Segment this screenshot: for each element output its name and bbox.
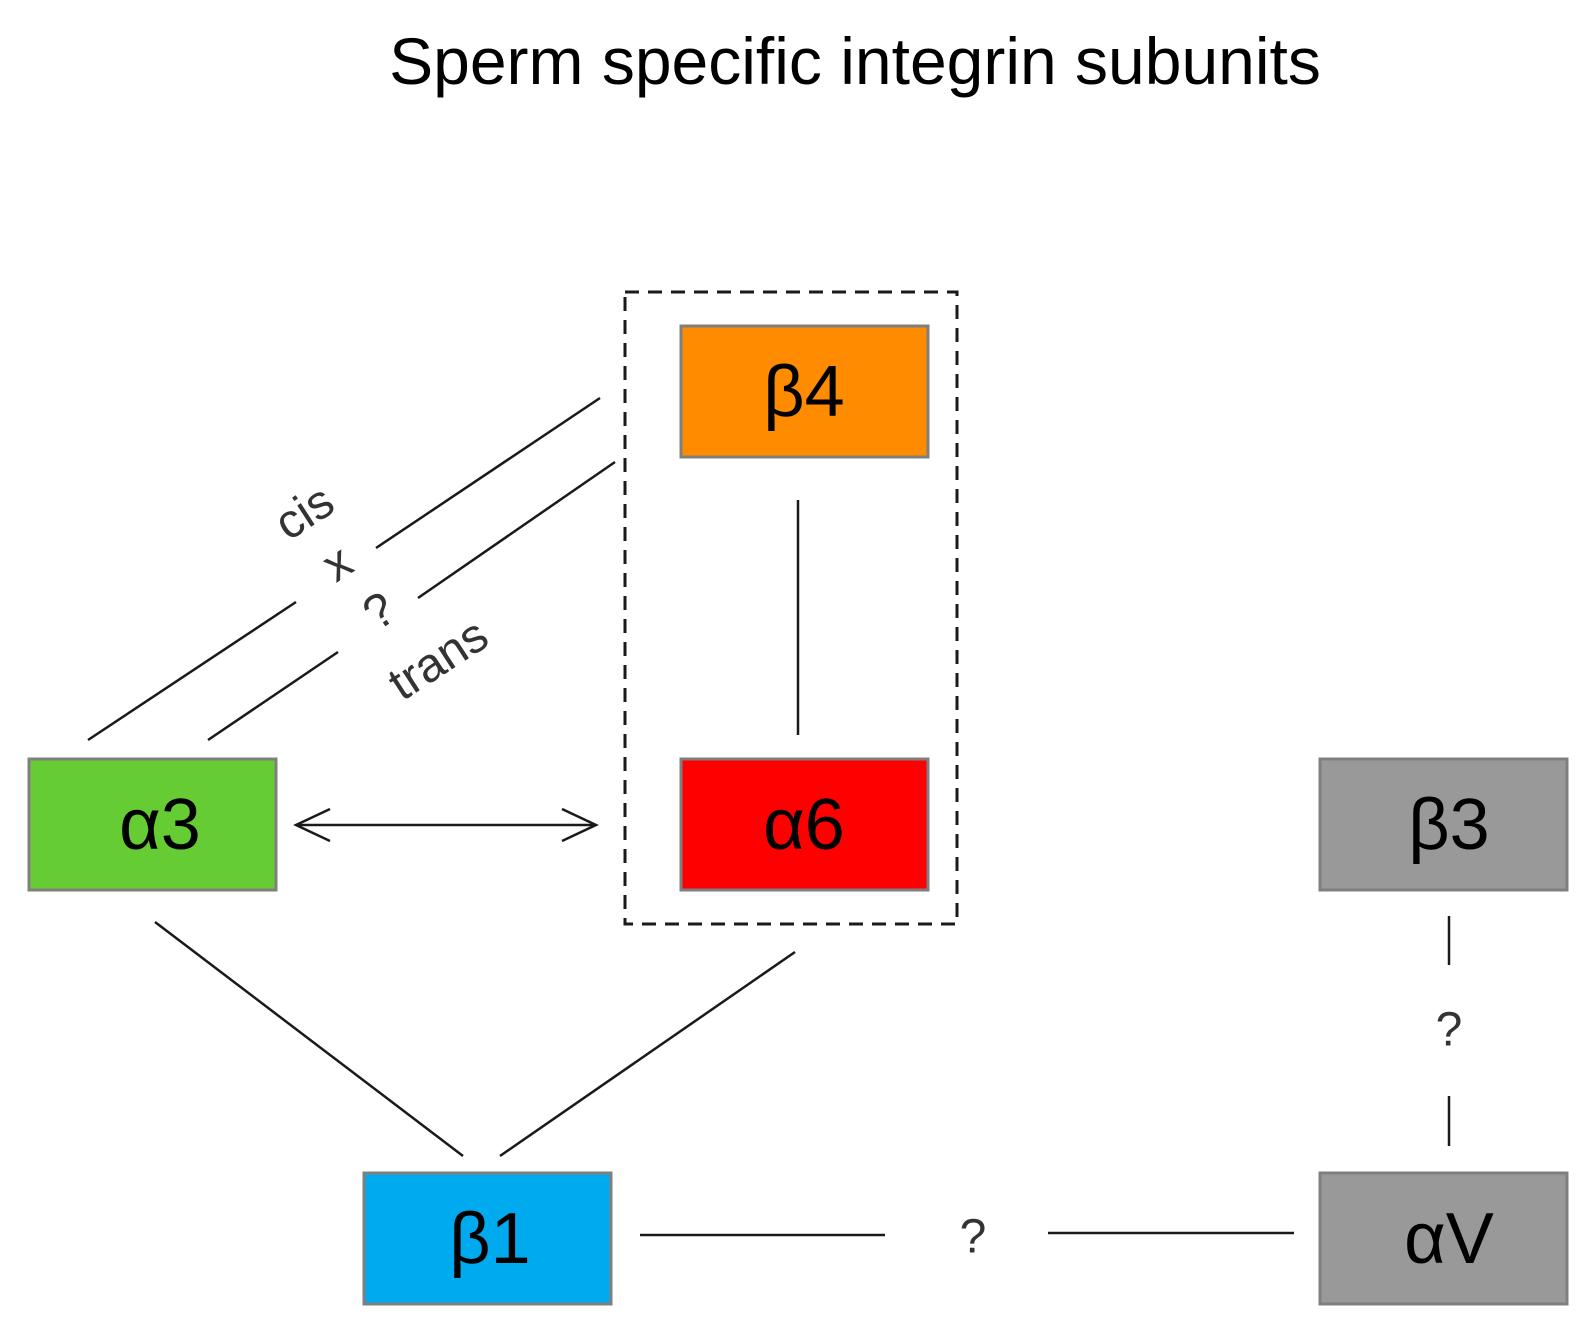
b3-box: β3 — [1318, 757, 1569, 892]
b4-box-fill — [679, 324, 930, 459]
b3-box-fill — [1318, 757, 1569, 892]
b1-box: β1 — [362, 1171, 613, 1306]
b4-label: β4 — [763, 352, 844, 432]
cis-trans-question-label: ? — [354, 582, 405, 641]
b4-a6-dashed-group — [623, 290, 959, 926]
x-label: x — [313, 535, 362, 593]
a3-box-fill — [27, 757, 278, 892]
b3-aV-question-label: ? — [1436, 1004, 1463, 1057]
diagram-title: Sperm specific integrin subunits — [389, 24, 1321, 98]
trans-line-upper — [417, 460, 616, 600]
a6-b1-line — [499, 950, 796, 1158]
b1-label: β1 — [449, 1199, 530, 1279]
aV-box-fill — [1318, 1171, 1569, 1306]
a3-box: α3 — [27, 757, 278, 892]
trans-line — [207, 650, 339, 742]
b4-box: β4 — [679, 324, 930, 459]
a3-b1-line — [154, 921, 464, 1157]
cis-line — [87, 600, 297, 742]
aV-label: αV — [1404, 1199, 1494, 1279]
a6-label: α6 — [763, 785, 845, 865]
a6-box-fill — [679, 757, 930, 892]
b1-aV-question-label: ? — [960, 1211, 987, 1264]
cis-line-upper — [375, 396, 601, 550]
aV-box: αV — [1318, 1171, 1569, 1306]
b3-label: β3 — [1408, 785, 1489, 865]
a6-box: α6 — [679, 757, 930, 892]
b1-box-fill — [362, 1171, 613, 1306]
a3-label: α3 — [119, 785, 201, 865]
